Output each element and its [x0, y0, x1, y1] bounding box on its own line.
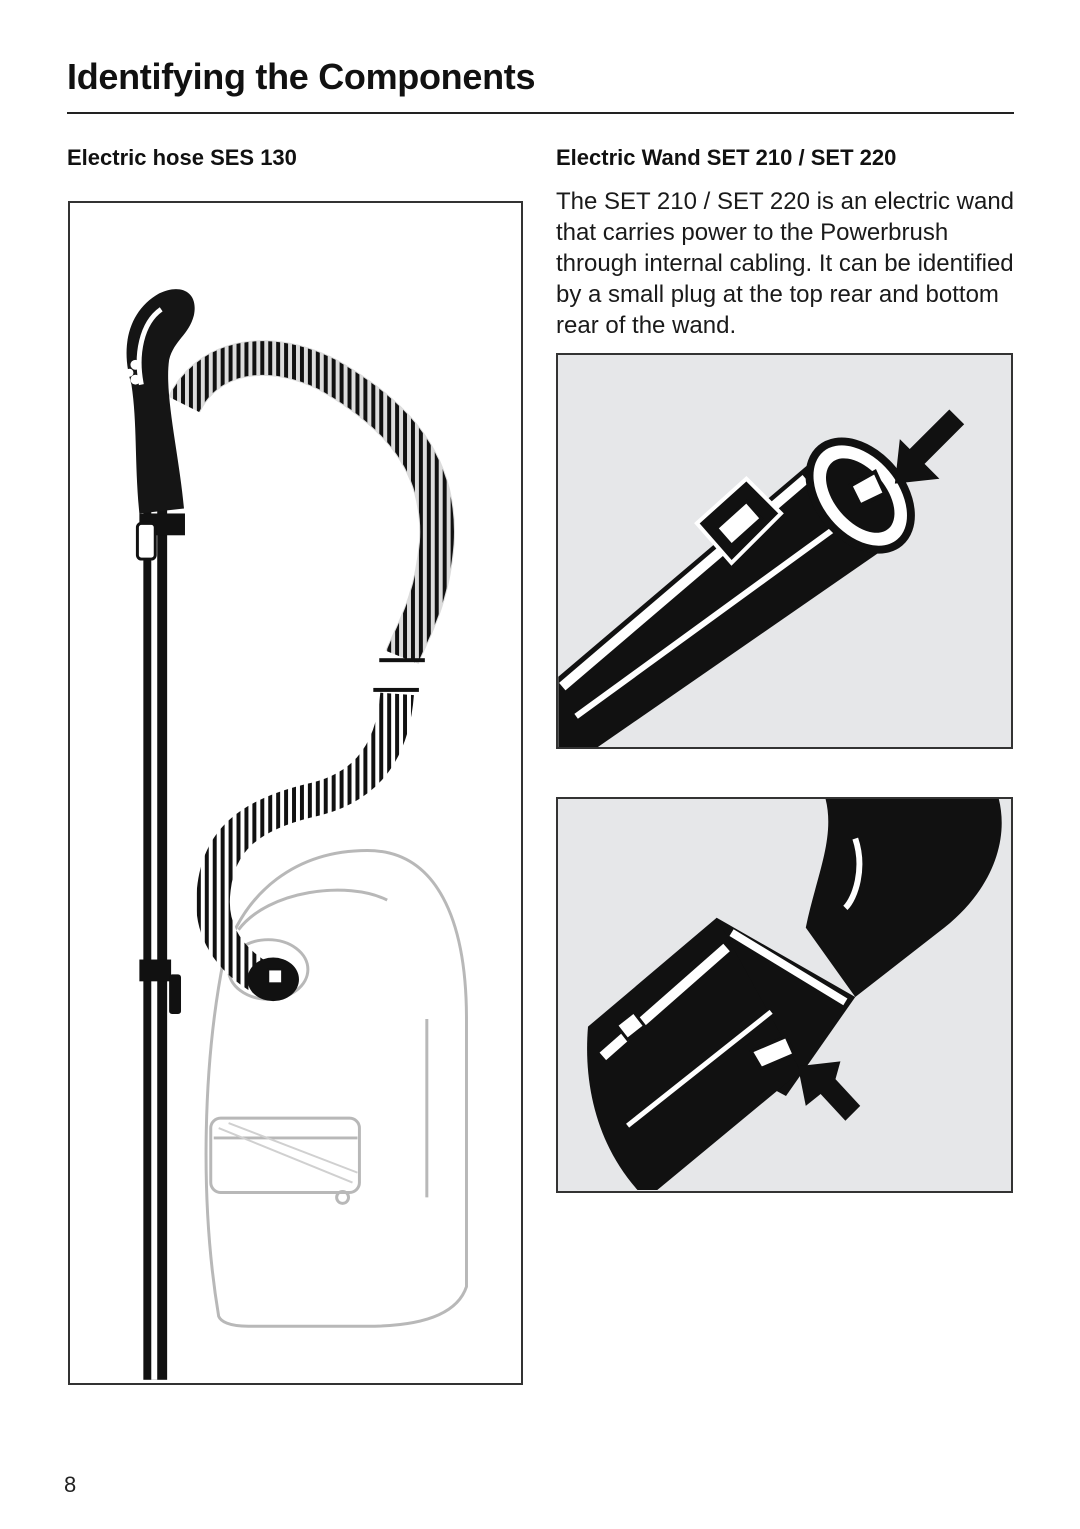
- arrow-icon: [894, 409, 965, 484]
- page-number: 8: [64, 1472, 77, 1497]
- wand-tube: [139, 503, 182, 1380]
- wand-top-plug-illustration: [556, 353, 1013, 749]
- arrow-icon: [797, 1061, 861, 1121]
- vacuum-body: [204, 849, 468, 1328]
- page-title: Identifying the Components: [67, 56, 536, 97]
- hose-upper: [168, 341, 454, 664]
- electric-hose-heading: Electric hose SES 130: [67, 145, 297, 170]
- wand-bottom-plug-illustration: [556, 797, 1013, 1193]
- hose-lower: [196, 692, 414, 994]
- wand-tube-top: [558, 437, 915, 747]
- electric-hose-illustration: [68, 201, 523, 1385]
- electric-wand-heading: Electric Wand SET 210 / SET 220: [556, 145, 897, 170]
- electric-wand-description: The SET 210 / SET 220 is an electric wan…: [556, 188, 1015, 339]
- title-divider: [67, 112, 1014, 114]
- hose-handle: [125, 289, 195, 561]
- wand-tube-bottom: [587, 799, 1002, 1191]
